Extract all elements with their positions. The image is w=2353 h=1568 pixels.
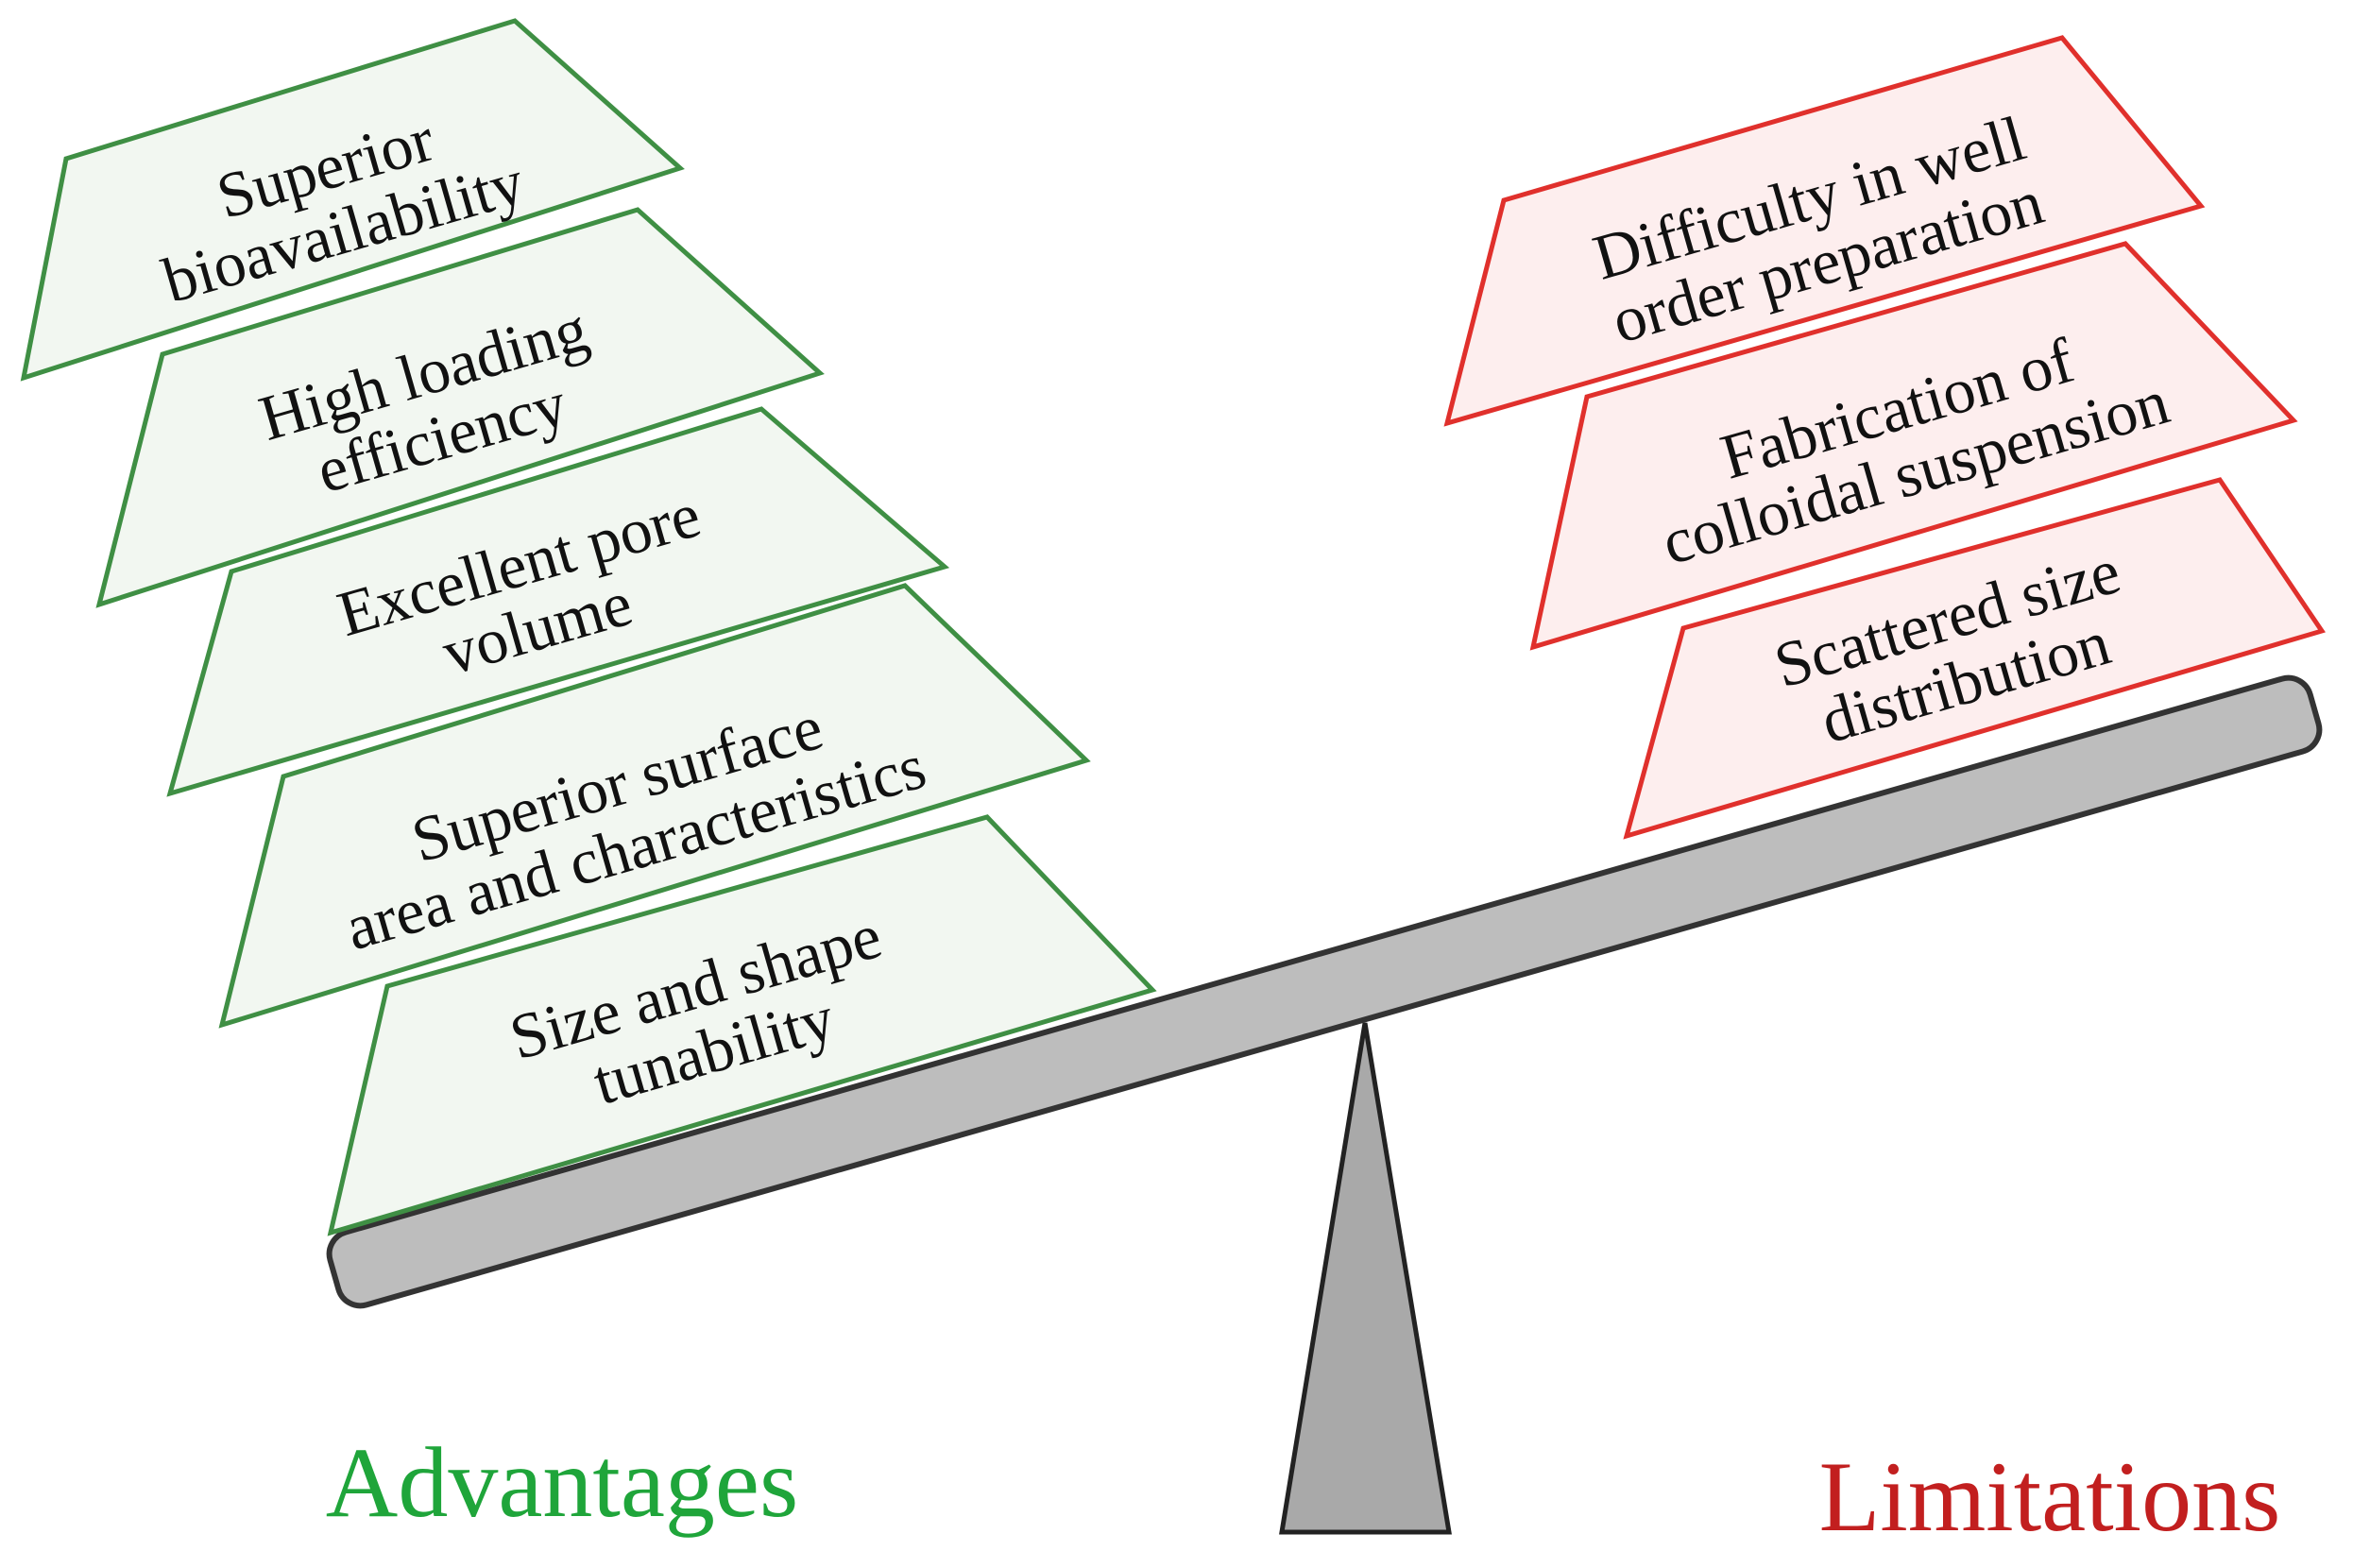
advantages-label: Advantages: [326, 1427, 798, 1538]
advantage-trapezoid: [327, 814, 1157, 1236]
limitation-trapezoid: [1623, 477, 2326, 840]
seesaw-beam: [326, 674, 2323, 1309]
limitations-label: Limitations: [1819, 1441, 2281, 1552]
advantage-trapezoid: [20, 18, 685, 382]
fulcrum-triangle: [1279, 1022, 1452, 1535]
limitation-trapezoid: [1529, 241, 2298, 651]
advantage-trapezoid: [95, 207, 825, 608]
advantage-trapezoid: [166, 406, 950, 797]
limitation-trapezoid: [1443, 35, 2206, 427]
advantage-trapezoid: [218, 583, 1091, 1029]
